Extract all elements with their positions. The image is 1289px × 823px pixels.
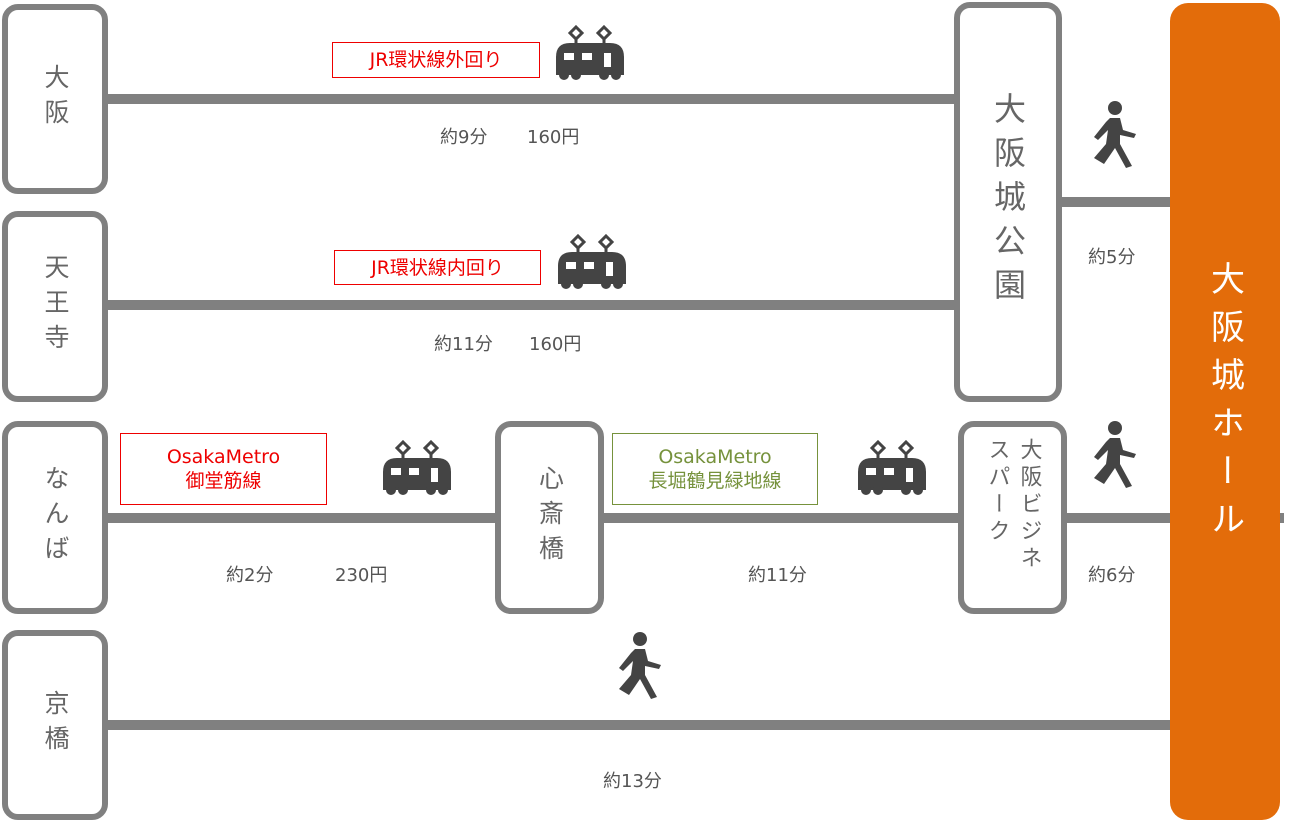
station-osakajokoen: 大阪城公園 <box>954 2 1062 402</box>
train-icon <box>556 234 628 290</box>
station-label: 大阪ビジネスパーク <box>984 437 1042 573</box>
route-line-shinsaibashi <box>602 513 962 523</box>
line-name: 長堀鶴見緑地線 <box>648 470 782 492</box>
fare: 160円 <box>529 334 582 355</box>
line-label-jr-inner: JR環状線内回り <box>334 250 541 285</box>
station-shinsaibashi: 心斎橋 <box>495 421 604 614</box>
travel-time: 約11分 <box>434 334 493 355</box>
line-label-jr-outer: JR環状線外回り <box>332 42 540 78</box>
walk-time: 約5分 <box>1088 247 1136 268</box>
walk-time: 約13分 <box>603 771 662 792</box>
line-name: JR環状線外回り <box>369 49 503 71</box>
train-icon <box>554 25 626 81</box>
train-icon <box>381 440 453 496</box>
travel-time: 約2分 <box>226 565 274 586</box>
destination-label: 大阪城ホール <box>1204 261 1245 549</box>
fare: 230円 <box>335 565 388 586</box>
station-osaka: 大阪 <box>2 4 108 194</box>
station-label: 心斎橋 <box>535 465 565 570</box>
line-name: JR環状線内回り <box>371 256 504 279</box>
route-line-namba <box>106 513 498 523</box>
station-label: 京橋 <box>41 690 70 760</box>
walk-line-koen <box>1058 197 1172 207</box>
line-operator: OsakaMetro <box>658 446 772 468</box>
route-line-osaka <box>106 94 956 104</box>
station-namba: なんば <box>2 421 108 614</box>
travel-time: 約9分 <box>440 127 488 148</box>
station-tennoji: 天王寺 <box>2 211 108 402</box>
fare: 160円 <box>527 127 580 148</box>
destination-osakajo-hall: 大阪城ホール <box>1170 3 1280 820</box>
line-name: 御堂筋線 <box>185 470 262 492</box>
travel-time: 約11分 <box>748 565 807 586</box>
walking-person-icon <box>1088 100 1144 172</box>
walking-person-icon <box>1088 420 1144 492</box>
train-icon <box>856 440 928 496</box>
line-operator: OsakaMetro <box>166 446 281 468</box>
walk-line-kyobashi <box>106 720 1172 730</box>
route-line-tennoji <box>106 300 956 310</box>
walk-time: 約6分 <box>1088 565 1136 586</box>
station-label: 大阪 <box>41 64 70 134</box>
station-kyobashi: 京橋 <box>2 630 108 820</box>
station-label: 天王寺 <box>41 254 70 359</box>
station-label: なんば <box>41 465 70 570</box>
walking-person-icon <box>613 631 669 703</box>
station-obp: 大阪ビジネスパーク <box>958 421 1067 614</box>
station-label: 大阪城公園 <box>989 92 1027 312</box>
